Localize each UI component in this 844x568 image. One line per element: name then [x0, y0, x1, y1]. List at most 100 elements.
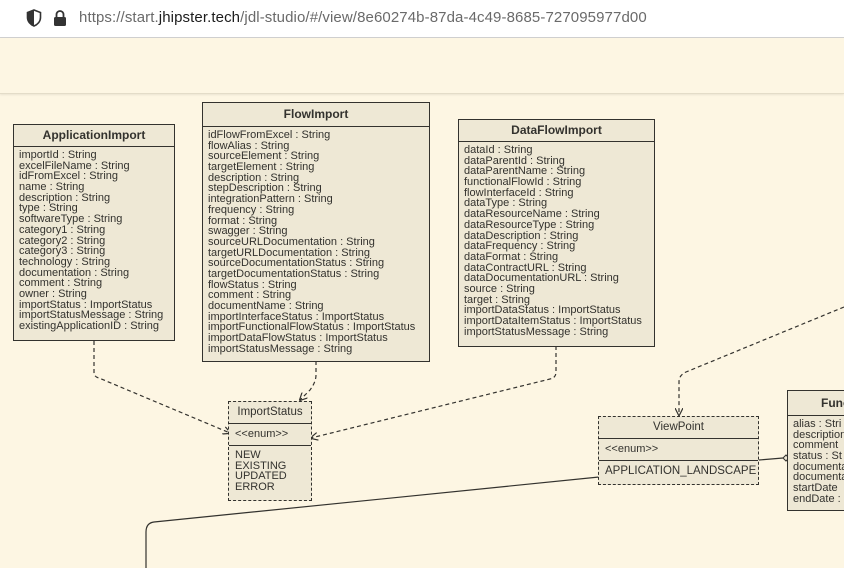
entity-field: documentName : String: [208, 300, 324, 312]
entity-field: dataType : String: [464, 197, 548, 210]
entity-field: documenta: [793, 460, 844, 473]
entity-field: importDataStatus : ImportStatus: [464, 304, 621, 317]
entity-field: frequency : String: [208, 203, 295, 216]
entity-field: swagger : String: [208, 225, 288, 238]
entity-field: targetURLDocumentation : String: [208, 246, 371, 259]
entity-field: category1 : String: [19, 223, 106, 236]
entity-field: importFunctionalFlowStatus : ImportStatu…: [208, 321, 416, 334]
entity-field: importInterfaceStatus : ImportStatus: [208, 310, 385, 323]
connector-offscreen-viewpoint: [679, 306, 844, 415]
entity-field: sourceURLDocumentation : String: [208, 235, 375, 248]
entity-field: dataParentId : String: [464, 154, 565, 167]
entity-field: dataResourceName : String: [464, 208, 600, 221]
studio-header: [0, 38, 844, 94]
entity-field: flowAlias : String: [208, 139, 290, 152]
entity-field: documentation : String: [19, 266, 130, 279]
entity-field: name : String: [19, 181, 85, 194]
entity-field: category3 : String: [19, 245, 106, 258]
enum-value: APPLICATION_LANDSCAPE: [605, 465, 757, 477]
entity-field: dataParentName : String: [464, 165, 586, 178]
entity-field: dataDescription : String: [464, 229, 579, 242]
entity-field: idFlowFromExcel : String: [208, 129, 331, 141]
entity-field: targetDocumentationStatus : String: [208, 267, 380, 280]
entity-field: dataId : String: [464, 144, 533, 156]
entity-field: description: [793, 428, 844, 441]
entity-field: target : String: [464, 293, 531, 306]
entity-field: alias : Stri: [793, 418, 842, 430]
enum-viewpoint[interactable]: ViewPoint <<enum>> APPLICATION_LANDSCAPE: [598, 416, 759, 485]
enum-title: ImportStatus: [229, 402, 311, 424]
entity-field: flowStatus : String: [208, 278, 297, 291]
entity-field: importId : String: [19, 149, 97, 161]
entity-field: comment: [793, 439, 839, 452]
enum-stereotype: <<enum>>: [599, 439, 758, 461]
enum-stereotype: <<enum>>: [229, 424, 311, 446]
browser-address-bar[interactable]: https://start.jhipster.tech/jdl-studio/#…: [0, 0, 844, 38]
enum-values: APPLICATION_LANDSCAPE: [599, 461, 758, 481]
url-domain: jhipster.tech: [158, 9, 241, 26]
entity-field: existingApplicationID : String: [19, 320, 160, 332]
entity-field: importStatusMessage : String: [464, 325, 609, 338]
connector-viewpoint-offscreen: [145, 476, 600, 568]
entity-title: DataFlowImport: [459, 120, 654, 142]
entity-field: source : String: [464, 282, 535, 295]
connector-dataflowimport-importstatus: [311, 346, 557, 438]
entity-field: importDataFlowStatus : ImportStatus: [208, 332, 388, 345]
entity-field: comment : String: [19, 277, 103, 290]
url-text[interactable]: https://start.jhipster.tech/jdl-studio/#…: [79, 9, 647, 26]
entity-field: technology : String: [19, 255, 111, 268]
shield-icon[interactable]: [26, 9, 42, 32]
entity-field: idFromExcel : String: [19, 170, 119, 183]
entity-field: endDate :: [793, 492, 841, 505]
entity-field: category2 : String: [19, 234, 106, 247]
connector-flowimport-importstatus: [300, 361, 317, 400]
entity-field: importStatus : ImportStatus: [19, 298, 153, 311]
entity-field: comment : String: [208, 289, 292, 302]
entity-title: Func: [788, 391, 844, 416]
entity-field: format : String: [208, 214, 278, 227]
entity-field: sourceElement : String: [208, 150, 320, 163]
enum-value: ERROR: [235, 481, 275, 494]
entity-field: dataContractURL : String: [464, 261, 587, 274]
entity-field: dataFrequency : String: [464, 240, 576, 253]
entity-field: stepDescription : String: [208, 182, 322, 195]
entity-field: importStatusMessage : String: [208, 342, 353, 355]
entity-field: description : String: [208, 171, 300, 184]
entity-field: description : String: [19, 191, 111, 204]
enum-value: EXISTING: [235, 459, 287, 472]
entity-field: importDataItemStatus : ImportStatus: [464, 315, 642, 327]
entity-field: startDate: [793, 482, 838, 495]
entity-field: dataFormat : String: [464, 250, 559, 263]
entity-field: targetElement : String: [208, 161, 315, 174]
connector-viewpoint-functional: [758, 457, 784, 461]
url-prefix: https://start.: [79, 9, 159, 26]
entity-field: importStatusMessage : String: [19, 309, 164, 322]
entity-field: integrationPattern : String: [208, 193, 333, 206]
entity-field: status : St: [793, 450, 842, 463]
enum-title: ViewPoint: [599, 417, 758, 439]
enum-value: UPDATED: [235, 470, 287, 483]
lock-icon[interactable]: [53, 9, 67, 32]
connector-applicationimport-importstatus: [93, 341, 230, 433]
entity-field: documenta: [793, 471, 844, 484]
enum-value: NEW: [235, 449, 261, 461]
entity-field: functionalFlowId : String: [464, 176, 582, 189]
entity-field: excelFileName : String: [19, 159, 130, 172]
entity-field: sourceDocumentationStatus : String: [208, 257, 385, 270]
entity-field: owner : String: [19, 287, 87, 300]
entity-field: dataDocumentationURL : String: [464, 272, 619, 285]
entity-title: ApplicationImport: [14, 125, 174, 147]
entity-title: FlowImport: [203, 103, 429, 127]
entity-field: flowInterfaceId : String: [464, 186, 574, 199]
entity-field: type : String: [19, 202, 78, 215]
entity-functionalflow-partial[interactable]: Func alias : Stridescriptioncommentstatu…: [787, 390, 844, 511]
